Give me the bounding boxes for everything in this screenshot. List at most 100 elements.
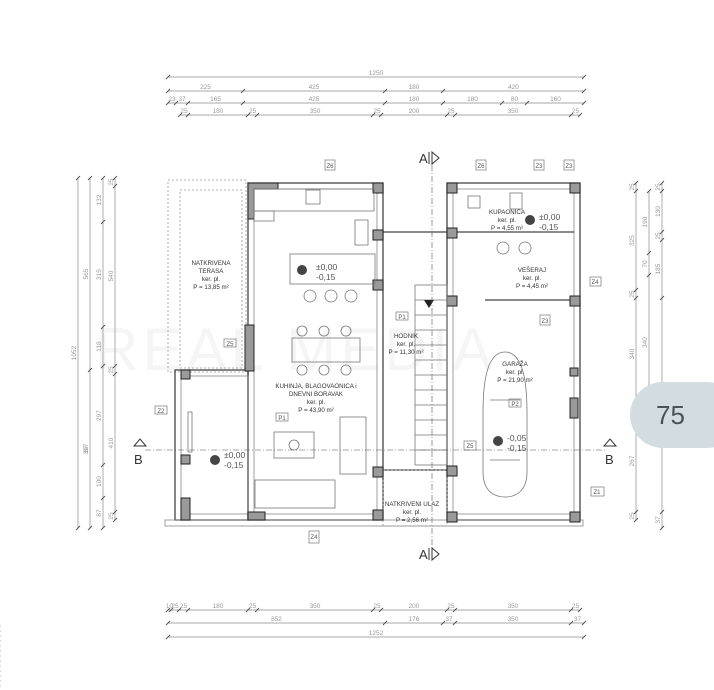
dimension-tick xyxy=(581,634,587,640)
svg-text:Z1: Z1 xyxy=(593,490,601,496)
dimension-label: 25 xyxy=(629,183,636,191)
svg-text:TERASA: TERASA xyxy=(199,268,225,275)
dimension-label: 225 xyxy=(200,84,211,91)
dimension-label: 25 xyxy=(180,603,188,610)
svg-text:HODNIK: HODNIK xyxy=(394,333,419,340)
svg-text:Z3: Z3 xyxy=(541,319,549,325)
dimension-tick xyxy=(165,74,171,80)
dimension-label: 852 xyxy=(271,616,282,623)
svg-text:P = 2,56 m²: P = 2,56 m² xyxy=(396,517,428,524)
dimension-tick xyxy=(165,634,171,640)
dimension-tick xyxy=(659,180,665,186)
dimension-label: 350 xyxy=(310,603,321,610)
dimension-tick xyxy=(240,100,246,106)
section-a-bottom: A xyxy=(419,547,428,562)
dimension-tick xyxy=(370,112,376,118)
svg-text:Z2: Z2 xyxy=(157,409,165,415)
svg-text:P = 4,55 m²: P = 4,55 m² xyxy=(491,225,523,232)
svg-text:KUPAONICA: KUPAONICA xyxy=(489,209,526,216)
dimension-label: 350 xyxy=(508,603,519,610)
dimension-label: 25 xyxy=(171,603,179,610)
dimension-label: 25 xyxy=(180,108,188,115)
dimension-tick xyxy=(87,525,93,531)
dimension-tick xyxy=(382,620,388,626)
dimension-label: 118 xyxy=(96,341,103,352)
dimension-label: 315 xyxy=(96,269,103,280)
dimension-tick xyxy=(100,219,106,225)
svg-text:VEŠERAJ: VEŠERAJ xyxy=(518,267,546,274)
dimension-tick xyxy=(440,100,446,106)
svg-text:ker. pl.: ker. pl. xyxy=(523,275,542,282)
dimension-label: 25 xyxy=(572,603,580,610)
dimension-tick xyxy=(633,188,639,194)
svg-text:Z6: Z6 xyxy=(326,164,334,170)
dimension-tick xyxy=(659,295,665,301)
dimension-tick xyxy=(568,620,574,626)
dimension-label: 25 xyxy=(629,512,636,520)
svg-text:-0,15: -0,15 xyxy=(539,222,559,232)
dimension-label: 540 xyxy=(108,270,115,281)
dimension-label: 165 xyxy=(210,96,221,103)
dimension-tick xyxy=(112,371,118,377)
dimension-tick xyxy=(440,620,446,626)
dimension-tick xyxy=(581,100,587,106)
dimension-tick xyxy=(378,112,384,118)
dimension-label: 420 xyxy=(508,84,519,91)
dimension-label: 350 xyxy=(310,108,321,115)
dimension-tick xyxy=(646,272,652,278)
dimension-tick xyxy=(177,112,183,118)
dimension-label: 25 xyxy=(655,183,662,191)
dimension-tick xyxy=(75,525,81,531)
dimension-tick xyxy=(577,607,583,613)
dimension-tick xyxy=(165,100,171,106)
dimension-label: 37 xyxy=(445,616,453,623)
dimension-label: 25 xyxy=(447,108,455,115)
dimension-tick xyxy=(524,100,530,106)
dimension-tick xyxy=(176,607,182,613)
dimension-label: 100 xyxy=(96,476,103,487)
svg-text:P = 21,90 m²: P = 21,90 m² xyxy=(497,377,532,384)
dimension-label: 23 xyxy=(168,96,176,103)
dimension-label: 25 xyxy=(629,290,636,298)
svg-text:-0,15: -0,15 xyxy=(507,443,527,453)
dimension-tick xyxy=(112,363,118,369)
dimension-label: 176 xyxy=(409,616,420,623)
dimension-tick xyxy=(581,88,587,94)
washer-icon xyxy=(496,241,510,255)
kitchen-island xyxy=(289,253,376,285)
svg-text:KUHINJA, BLAGOVAONICA i: KUHINJA, BLAGOVAONICA i xyxy=(275,383,356,390)
svg-text:DNEVNI BORAVAK: DNEVNI BORAVAK xyxy=(289,391,344,398)
terrace-outline xyxy=(167,179,247,373)
dimension-tick xyxy=(185,100,191,106)
dimension-tick xyxy=(173,100,179,106)
dimension-tick xyxy=(659,229,665,235)
dimension-label: 350 xyxy=(508,616,519,623)
dimension-tick xyxy=(659,188,665,194)
dimension-tick xyxy=(245,607,251,613)
dimension-tick xyxy=(112,517,118,523)
svg-text:P = 4,45 m²: P = 4,45 m² xyxy=(516,283,548,290)
svg-text:P1: P1 xyxy=(398,315,406,321)
dimension-tick xyxy=(240,88,246,94)
svg-text:ker. pl.: ker. pl. xyxy=(307,399,326,406)
dimension-tick xyxy=(440,88,446,94)
dimension-tick xyxy=(100,495,106,501)
dimension-tick xyxy=(646,188,652,194)
svg-text:ker. pl.: ker. pl. xyxy=(202,276,221,283)
svg-text:-0,15: -0,15 xyxy=(316,272,336,282)
svg-text:P = 43,90 m²: P = 43,90 m² xyxy=(298,407,333,414)
staircase xyxy=(414,284,448,466)
dimension-tick xyxy=(112,183,118,189)
dimension-tick xyxy=(75,175,81,181)
dimension-label: 25 xyxy=(373,603,381,610)
svg-text:ker. pl.: ker. pl. xyxy=(506,369,525,376)
dimension-label: 25 xyxy=(447,603,455,610)
page-number-badge[interactable]: 75 xyxy=(630,382,714,448)
svg-text:ker. pl.: ker. pl. xyxy=(498,217,517,224)
svg-text:NATKRIVENI ULAZ: NATKRIVENI ULAZ xyxy=(385,501,439,508)
svg-text:Z5: Z5 xyxy=(226,342,234,348)
dimension-label: 350 xyxy=(508,108,519,115)
dimension-label: 200 xyxy=(409,603,420,610)
dimension-tick xyxy=(100,324,106,330)
